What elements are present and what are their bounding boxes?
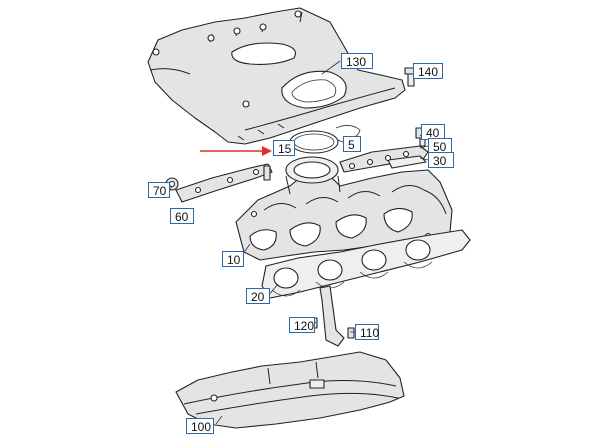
heat-shield-lower — [175, 351, 405, 429]
callout-130[interactable]: 130 — [341, 53, 373, 69]
callout-120[interactable]: 120 — [289, 317, 315, 333]
clamp-assembly — [339, 127, 429, 173]
ring-gasket-15 — [289, 130, 339, 154]
callout-70[interactable]: 70 — [148, 182, 170, 198]
callout-60[interactable]: 60 — [170, 208, 194, 224]
callout-140[interactable]: 140 — [413, 63, 443, 79]
pointer-arrow — [200, 146, 272, 156]
support-bracket — [311, 285, 355, 347]
callout-15[interactable]: 15 — [273, 140, 295, 156]
callout-20[interactable]: 20 — [246, 288, 270, 304]
callout-5[interactable]: 5 — [343, 136, 361, 152]
callout-30[interactable]: 30 — [428, 152, 454, 168]
callout-110[interactable]: 110 — [355, 324, 379, 340]
callout-10[interactable]: 10 — [222, 251, 244, 267]
callout-100[interactable]: 100 — [186, 418, 214, 434]
exhaust-manifold-10 — [235, 156, 453, 261]
manifold-gasket-20 — [261, 229, 471, 299]
bracket-60 — [165, 163, 273, 203]
heat-shield-upper — [147, 7, 406, 145]
